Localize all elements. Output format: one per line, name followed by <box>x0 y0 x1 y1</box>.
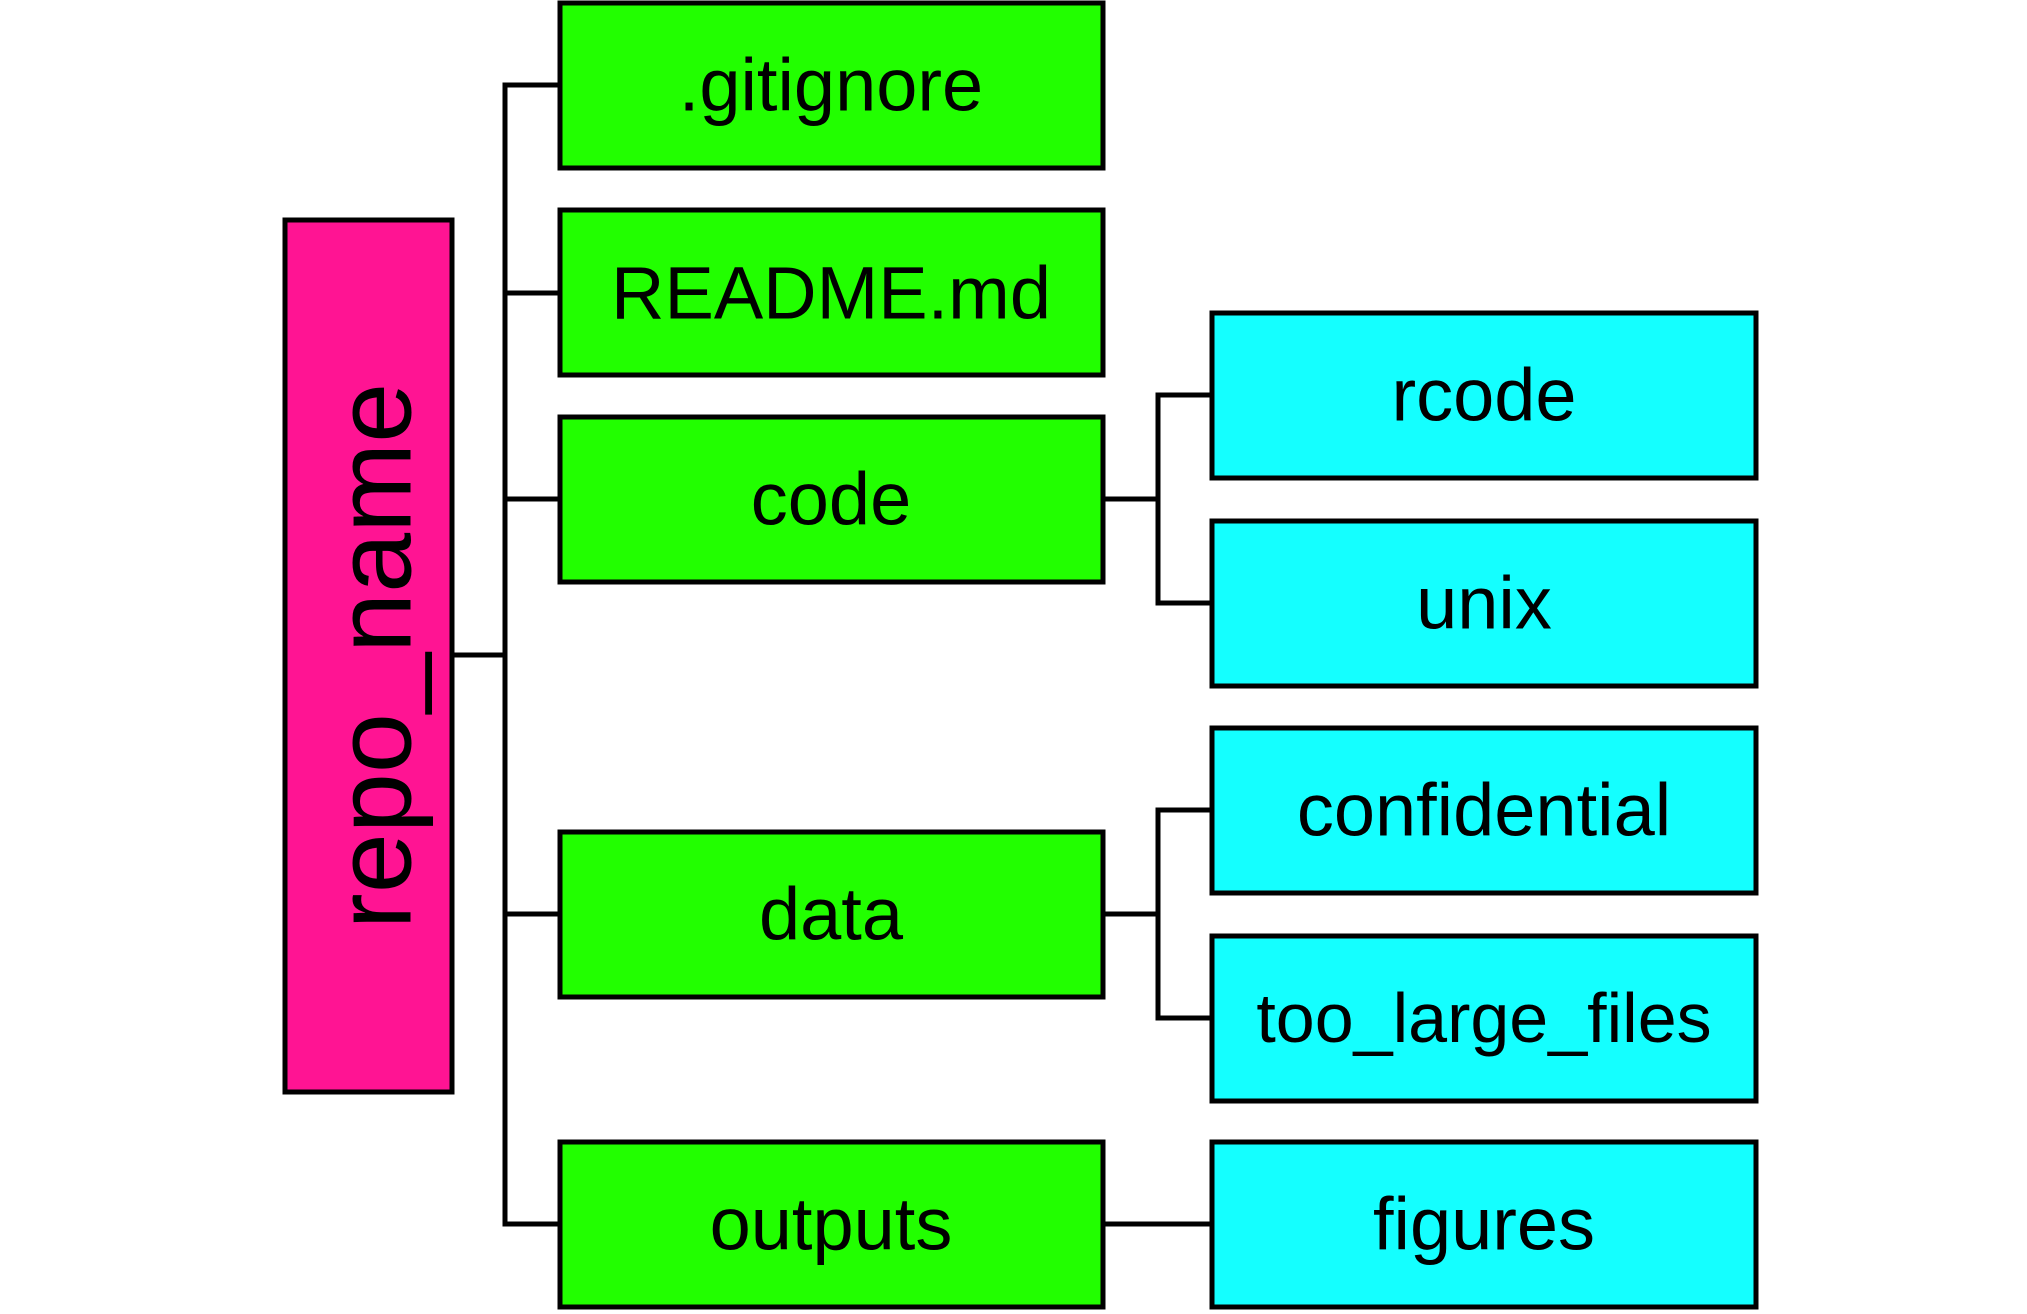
node-outputs: outputs <box>557 1139 1106 1310</box>
data-box <box>557 829 1106 1000</box>
code-box <box>557 414 1106 585</box>
outputs-box <box>557 1139 1106 1310</box>
node-rcode: rcode <box>1209 310 1759 481</box>
node-unix: unix <box>1209 518 1759 689</box>
rcode-label: rcode <box>1391 354 1576 437</box>
readme-label: README.md <box>611 252 1051 335</box>
too-large-files-label: too_large_files <box>1256 979 1711 1057</box>
confidential-label: confidential <box>1297 769 1671 852</box>
figures-label: figures <box>1373 1183 1595 1266</box>
root-box <box>282 217 455 1095</box>
gitignore-box <box>557 0 1106 171</box>
node-too-large-files: too_large_files <box>1209 933 1759 1104</box>
root-label: repo_name <box>313 383 434 929</box>
node-gitignore: .gitignore <box>557 0 1106 171</box>
root-node: repo_name <box>282 217 455 1095</box>
readme-box <box>557 207 1106 378</box>
unix-label: unix <box>1416 562 1552 645</box>
confidential-box <box>1209 725 1759 896</box>
node-figures: figures <box>1209 1139 1759 1310</box>
unix-box <box>1209 518 1759 689</box>
figures-box <box>1209 1139 1759 1310</box>
node-data: data <box>557 829 1106 1000</box>
connectors <box>449 82 1215 1227</box>
too-large-files-box <box>1209 933 1759 1104</box>
node-readme: README.md <box>557 207 1106 378</box>
rcode-box <box>1209 310 1759 481</box>
node-code: code <box>557 414 1106 585</box>
outputs-label: outputs <box>710 1183 953 1266</box>
gitignore-label: .gitignore <box>679 44 983 127</box>
data-label: data <box>759 873 904 956</box>
node-confidential: confidential <box>1209 725 1759 896</box>
code-label: code <box>751 458 911 541</box>
